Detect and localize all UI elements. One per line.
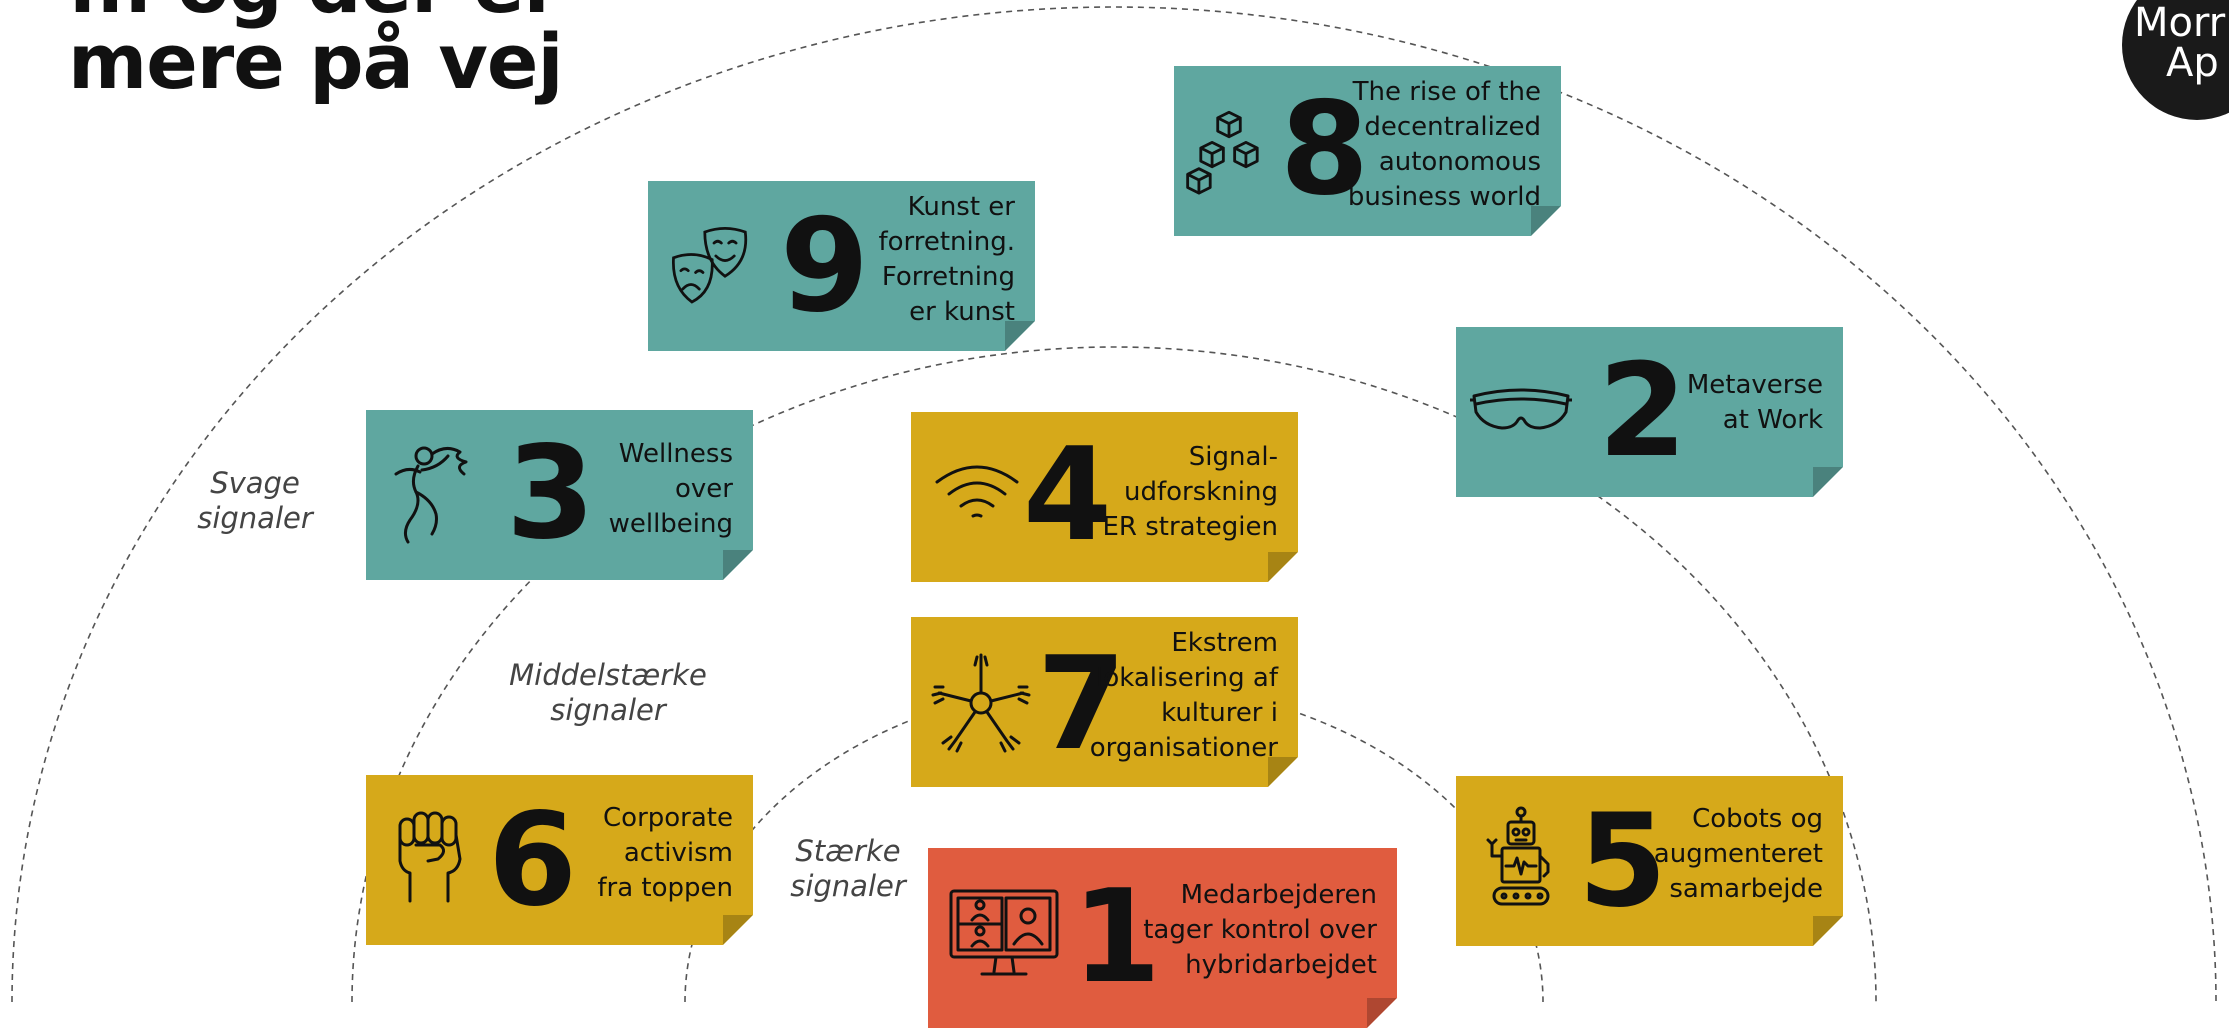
signal-card-5-number: 5	[1578, 787, 1665, 936]
signal-card-1-text: Medarbejderen tager kontrol over hybrida…	[1143, 878, 1377, 983]
signal-card-1-line-1: Medarbejderen	[1180, 880, 1377, 910]
signal-card-3-line-3: wellbeing	[608, 509, 733, 539]
signal-card-4-line-3: ER strategien	[1102, 512, 1278, 542]
ring-label-weak: Svage signaler	[185, 466, 325, 536]
signal-card-9-line-1: Kunst er	[907, 192, 1015, 222]
signal-card-5-line-1: Cobots og	[1692, 804, 1823, 834]
signal-card-7[interactable]: 7 Ekstrem lokalisering af kulturer i org…	[911, 617, 1298, 787]
signal-card-9[interactable]: 9 Kunst er forretning. Forretning er kun…	[648, 181, 1035, 351]
signal-card-3-number: 3	[506, 419, 593, 568]
signal-card-4-line-2: udforskning	[1123, 477, 1278, 507]
signal-card-2-line-2: at Work	[1722, 405, 1823, 435]
ring-label-medium-line-1: Middelstærke	[509, 658, 707, 692]
robot-icon	[1484, 806, 1558, 910]
signal-card-1-line-2: tager kontrol over	[1143, 915, 1377, 945]
signal-card-4-line-1: Signal-	[1188, 442, 1278, 472]
ring-label-weak-line-1: Svage	[210, 466, 300, 500]
joined-hands-icon	[931, 653, 1031, 753]
signal-card-7-line-4: organisationer	[1089, 733, 1278, 763]
signal-card-8-text: The rise of the decentralized autonomous…	[1348, 75, 1541, 215]
wifi-signal-icon	[933, 460, 1021, 524]
signal-card-9-line-4: er kunst	[909, 297, 1015, 327]
signal-card-2-line-1: Metaverse	[1686, 370, 1823, 400]
signal-card-4[interactable]: 4 Signal- udforskning ER strategien	[911, 412, 1298, 582]
blocks-icon	[1182, 101, 1276, 195]
signal-card-8-line-1: The rise of the	[1352, 77, 1541, 107]
ring-label-weak-line-2: signaler	[197, 501, 313, 535]
signal-card-7-text: Ekstrem lokalisering af kulturer i organ…	[1090, 626, 1278, 766]
signal-card-4-number: 4	[1023, 421, 1110, 570]
signal-card-2-text: Metaverse at Work	[1687, 368, 1823, 438]
signal-card-6-line-3: fra toppen	[597, 873, 733, 903]
signal-card-9-line-3: Forretning	[881, 262, 1015, 292]
signal-card-4-text: Signal- udforskning ER strategien	[1102, 440, 1278, 545]
ring-label-strong-line-1: Stærke	[795, 834, 901, 868]
signal-card-8-line-2: decentralized	[1364, 112, 1541, 142]
raised-fist-icon	[394, 805, 468, 905]
logo-text-line-2: Ap	[2166, 40, 2219, 86]
page-title: ... og der er mere på vej	[68, 0, 564, 106]
signal-card-8[interactable]: 8 The rise of the decentralized autonomo…	[1174, 66, 1561, 236]
ring-label-strong-line-2: signaler	[790, 869, 906, 903]
signal-card-6-text: Corporate activism fra toppen	[597, 801, 733, 906]
signal-card-6[interactable]: 6 Corporate activism fra toppen	[366, 775, 753, 945]
signal-card-6-number: 6	[488, 786, 575, 935]
ring-label-strong: Stærke signaler	[778, 834, 918, 904]
signal-card-2[interactable]: 2 Metaverse at Work	[1456, 327, 1843, 497]
theater-masks-icon	[668, 221, 760, 313]
signal-card-7-number: 7	[1037, 630, 1124, 779]
ring-label-medium: Middelstærke signaler	[498, 658, 718, 728]
signal-card-8-number: 8	[1280, 75, 1367, 224]
signal-card-2-number: 2	[1598, 337, 1685, 486]
ring-weak-arc	[11, 6, 2217, 1003]
signal-card-3-line-2: over	[675, 474, 733, 504]
signal-card-1-number: 1	[1072, 863, 1159, 1012]
signal-card-1[interactable]: 1 Medarbejderen tager kontrol over hybri…	[928, 848, 1397, 1028]
signal-card-6-line-1: Corporate	[603, 803, 733, 833]
signal-card-9-line-2: forretning.	[878, 227, 1015, 257]
signal-card-7-line-1: Ekstrem	[1171, 628, 1278, 658]
page-title-line-1: ... og der er	[68, 0, 563, 24]
vr-headset-icon	[1468, 382, 1574, 438]
signal-card-3[interactable]: 3 Wellness over wellbeing	[366, 410, 753, 580]
signal-card-8-line-4: business world	[1347, 182, 1541, 212]
signal-card-3-text: Wellness over wellbeing	[609, 437, 733, 542]
page-title-line-2: mere på vej	[68, 17, 564, 106]
signal-card-7-line-3: kulturer i	[1161, 698, 1278, 728]
signal-card-7-line-2: lokalisering af	[1096, 663, 1278, 693]
signal-card-5-line-3: samarbejde	[1669, 874, 1823, 904]
dancer-icon	[388, 440, 474, 546]
ring-medium-arc	[351, 346, 1877, 1003]
video-call-monitor-icon	[948, 888, 1060, 980]
signal-card-3-line-1: Wellness	[618, 439, 733, 469]
signal-card-9-text: Kunst er forretning. Forretning er kunst	[878, 190, 1015, 330]
signal-card-5-line-2: augmenteret	[1653, 839, 1823, 869]
logo-text-line-1: Morr	[2134, 0, 2226, 46]
ring-label-medium-line-2: signaler	[550, 693, 666, 727]
signal-card-9-number: 9	[780, 192, 867, 341]
signal-card-8-line-3: autonomous	[1378, 147, 1541, 177]
signal-card-5-text: Cobots og augmenteret samarbejde	[1654, 802, 1823, 907]
signal-card-6-line-2: activism	[623, 838, 733, 868]
signal-card-5[interactable]: 5 Cobots og augmenteret samarbejde	[1456, 776, 1843, 946]
signal-card-1-line-3: hybridarbejdet	[1185, 950, 1377, 980]
